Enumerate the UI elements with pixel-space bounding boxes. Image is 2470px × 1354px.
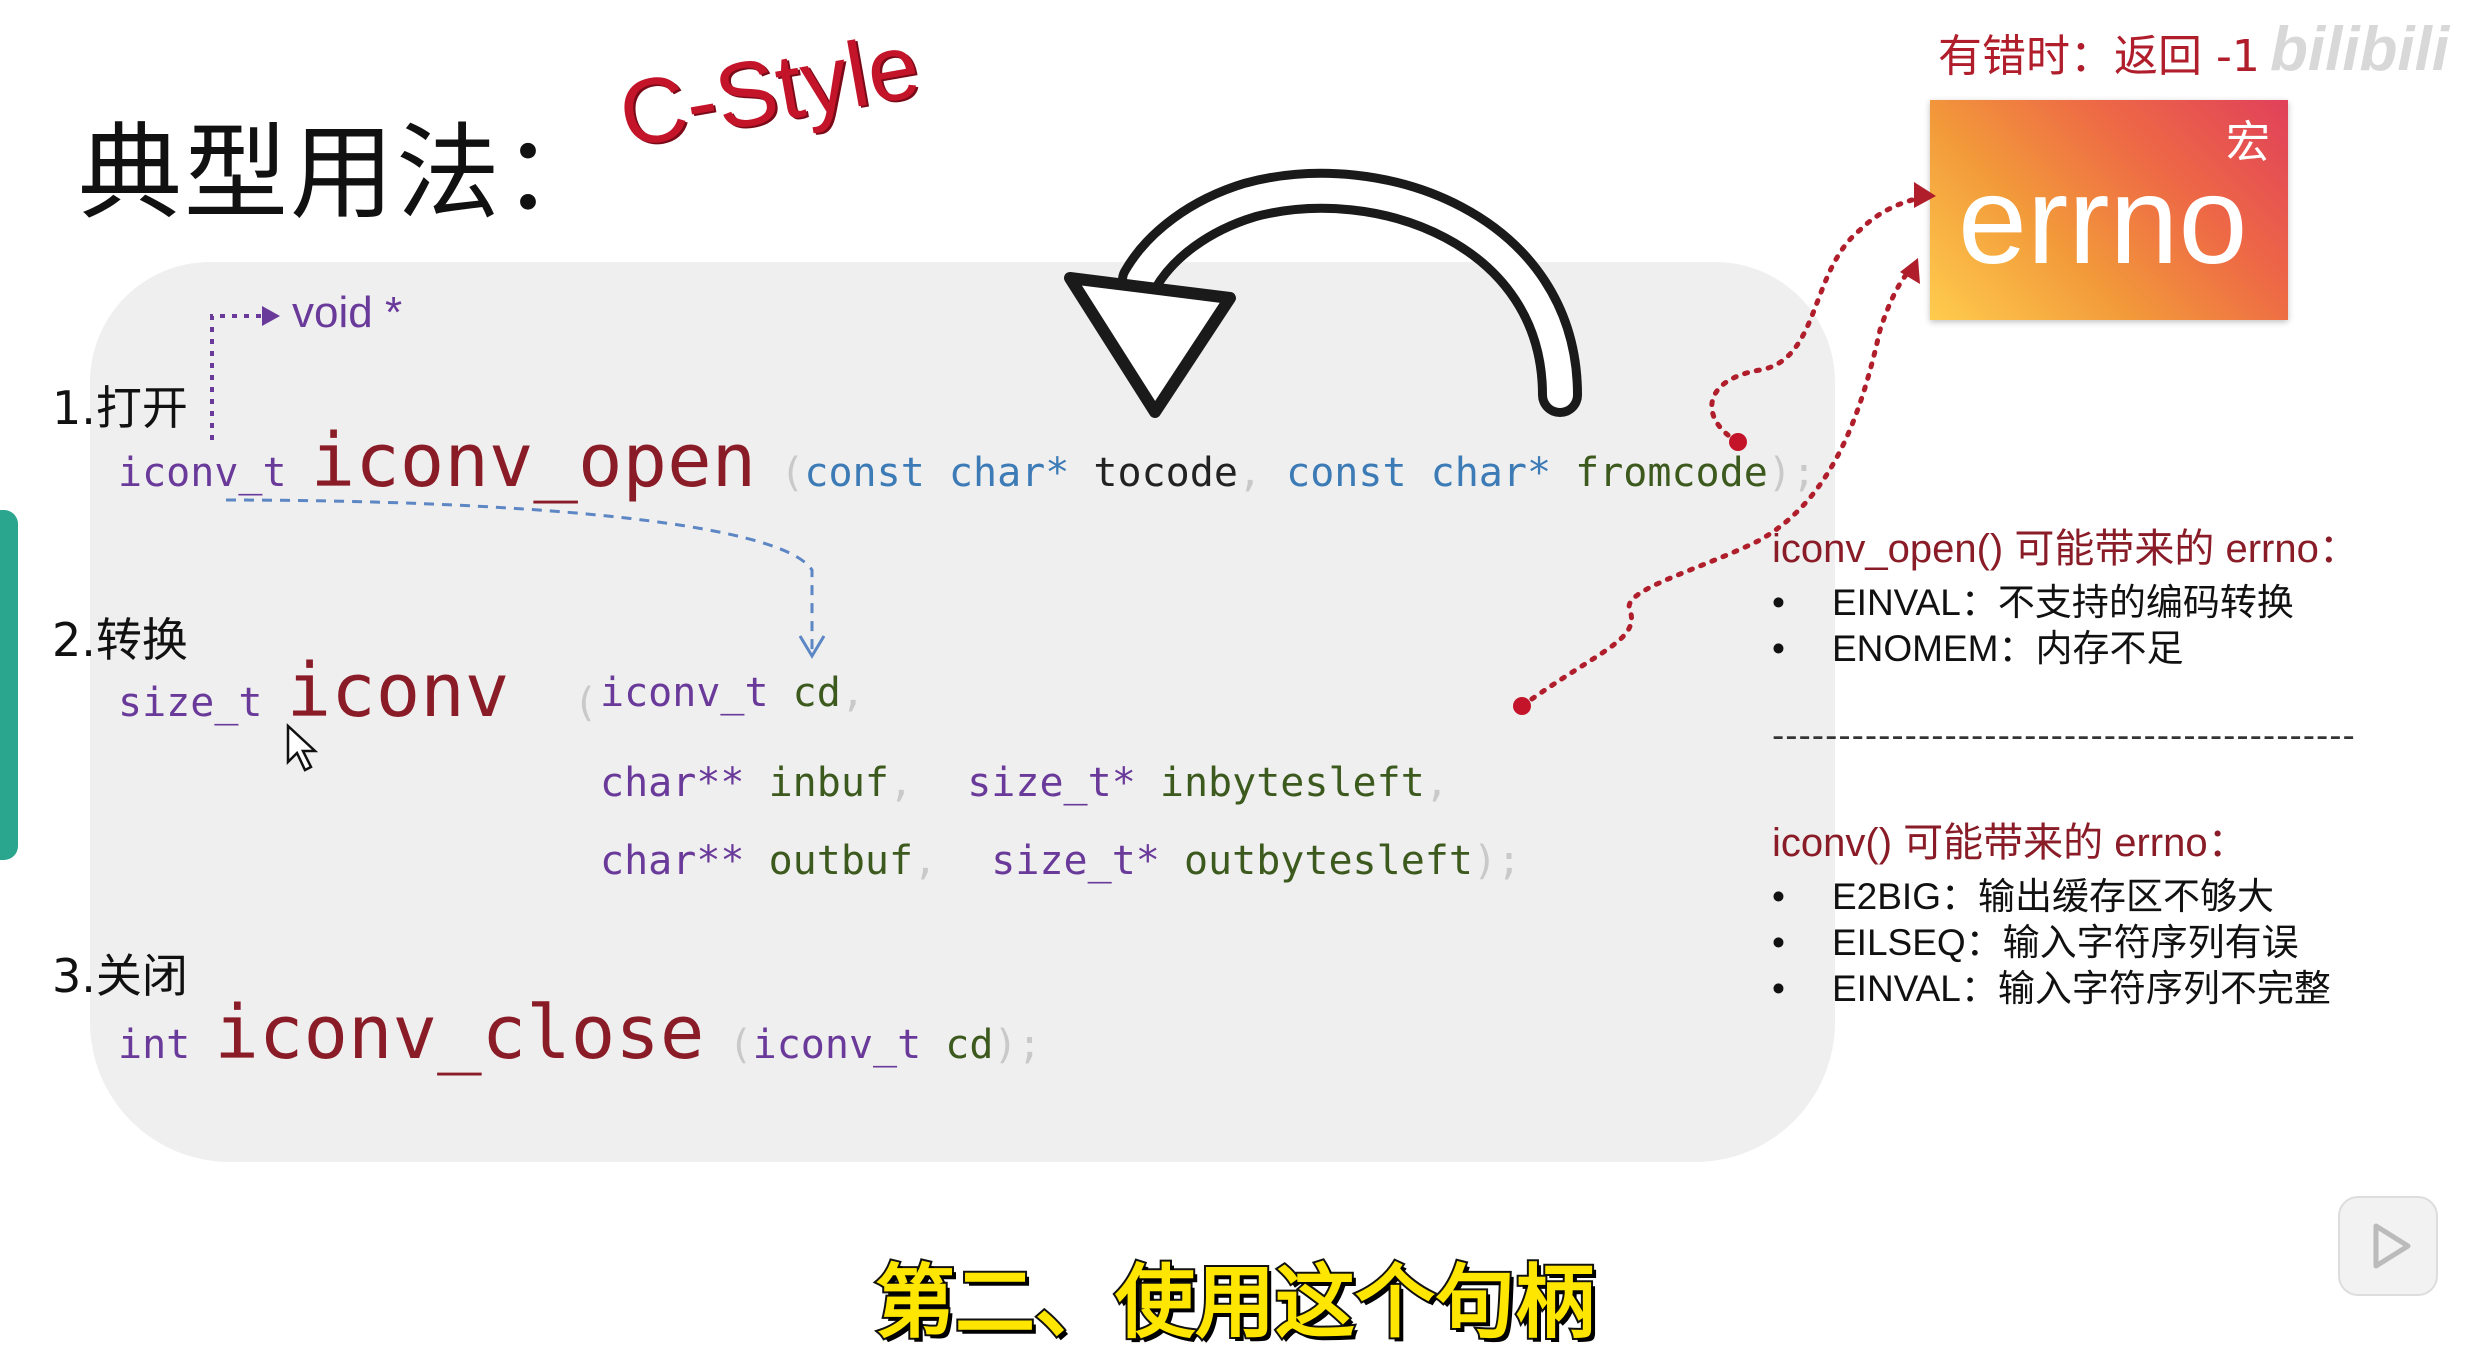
param-name: fromcode	[1575, 450, 1768, 496]
return-type: int	[118, 1022, 191, 1068]
close-paren: );	[993, 1022, 1042, 1068]
param-name: inbuf	[768, 760, 890, 806]
void-arrowhead	[262, 306, 280, 326]
error-flow-arrow-1	[1709, 193, 1933, 445]
error-text: ENOMEM：内存不足	[1832, 628, 2184, 669]
comma: ,	[889, 760, 914, 806]
errors-heading: iconv_open() 可能带来的 errno：	[1772, 527, 2359, 571]
handle-arrowhead	[798, 635, 826, 659]
video-subtitle: 第二、使用这个句柄	[873, 1254, 1597, 1351]
function-name: iconv_close	[214, 990, 705, 1076]
param-name: tocode	[1093, 450, 1238, 496]
return-type: iconv_t	[118, 450, 287, 496]
error-item: • EILSEQ：输入字符序列有误	[1772, 920, 2331, 966]
errors-heading: iconv() 可能带来的 errno：	[1772, 821, 2248, 865]
play-button[interactable]	[2338, 1196, 2438, 1296]
param-name: inbytesleft	[1159, 760, 1425, 806]
error-item: • EINVAL：输入字符序列不完整	[1772, 966, 2331, 1012]
macro-label: 宏	[2226, 117, 2270, 168]
close-paren: );	[1767, 450, 1816, 496]
code-panel	[90, 262, 1835, 1162]
error-text: EINVAL：输入字符序列不完整	[1832, 968, 2331, 1009]
close-paren: );	[1472, 838, 1522, 884]
param-name: cd	[945, 1022, 994, 1068]
divider: ----------------------------------------…	[1772, 716, 2356, 756]
iconv-errors: iconv() 可能带来的 errno： • E2BIG：输出缓存区不够大 • EI…	[1772, 810, 2331, 1012]
param-type: size_t*	[991, 838, 1160, 884]
bullet: •	[1772, 876, 1785, 917]
open-paren: (	[573, 680, 598, 726]
param-type: iconv_t	[752, 1022, 922, 1068]
param-name: cd	[792, 670, 841, 716]
error-item: • EINVAL：不支持的编码转换	[1772, 580, 2359, 626]
iconv-open-errors: iconv_open() 可能带来的 errno： • EINVAL：不支持的编码…	[1772, 516, 2359, 672]
function-name: iconv_open	[310, 418, 757, 504]
error-return-note: 有错时：返回 -1	[1938, 31, 2260, 82]
bullet: •	[1772, 922, 1785, 963]
open-paren: (	[728, 1022, 753, 1068]
error-text: E2BIG：输出缓存区不够大	[1832, 876, 2274, 917]
error-item: • ENOMEM：内存不足	[1772, 626, 2359, 672]
keyword: const	[1286, 450, 1407, 496]
error-text: EILSEQ：输入字符序列有误	[1832, 922, 2299, 963]
handle-connector	[225, 498, 814, 650]
comma: ,	[1424, 760, 1449, 806]
iconv-signature: size_t iconv (	[118, 648, 598, 734]
slide-title: 典型用法：	[78, 112, 609, 234]
iconv-param-line-3: char** outbuf, size_t* outbytesleft);	[600, 838, 1521, 884]
void-pointer-note: void *	[292, 288, 403, 337]
bullet: •	[1772, 968, 1785, 1009]
iconv-open-signature: iconv_t iconv_open (const char* tocode, …	[118, 418, 1816, 504]
comma: ,	[840, 670, 865, 716]
bullet: •	[1772, 628, 1785, 669]
param-type: char**	[600, 838, 745, 884]
param-type: char*	[1430, 450, 1552, 496]
bullet: •	[1772, 582, 1785, 623]
errno-word: errno	[1958, 152, 2248, 290]
comma: ,	[1237, 450, 1263, 496]
error-text: EINVAL：不支持的编码转换	[1832, 582, 2294, 623]
step-convert-label: 2.转换	[52, 613, 188, 667]
iconv-param-line-1: iconv_t cd,	[600, 670, 865, 716]
step-open-label: 1.打开	[52, 381, 188, 435]
iconv-param-line-2: char** inbuf, size_t* inbytesleft,	[600, 760, 1449, 806]
param-type: size_t*	[967, 760, 1136, 806]
return-type: size_t	[118, 680, 263, 726]
keyword: const	[804, 450, 925, 496]
param-type: iconv_t	[600, 670, 769, 716]
function-name: iconv	[286, 648, 510, 734]
curved-arrow-icon	[1064, 168, 1582, 418]
watermark-logo: bilibili	[2270, 15, 2450, 84]
param-name: outbuf	[768, 838, 914, 884]
error-item: • E2BIG：输出缓存区不够大	[1772, 874, 2331, 920]
void-pointer-connector	[210, 314, 262, 440]
param-name: outbytesleft	[1183, 838, 1473, 884]
step-close-label: 3.关闭	[52, 949, 188, 1003]
param-type: char**	[600, 760, 745, 806]
comma: ,	[913, 838, 938, 884]
mouse-cursor-icon	[286, 723, 319, 772]
open-paren: (	[780, 450, 805, 496]
error-flow-arrow-2	[1519, 265, 1915, 709]
iconv-close-signature: int iconv_close (iconv_t cd);	[118, 990, 1042, 1076]
play-icon	[2373, 1223, 2411, 1269]
side-panel-tab[interactable]	[0, 510, 18, 860]
param-type: char*	[948, 450, 1070, 496]
errno-box: 宏 errno	[1930, 100, 2288, 320]
